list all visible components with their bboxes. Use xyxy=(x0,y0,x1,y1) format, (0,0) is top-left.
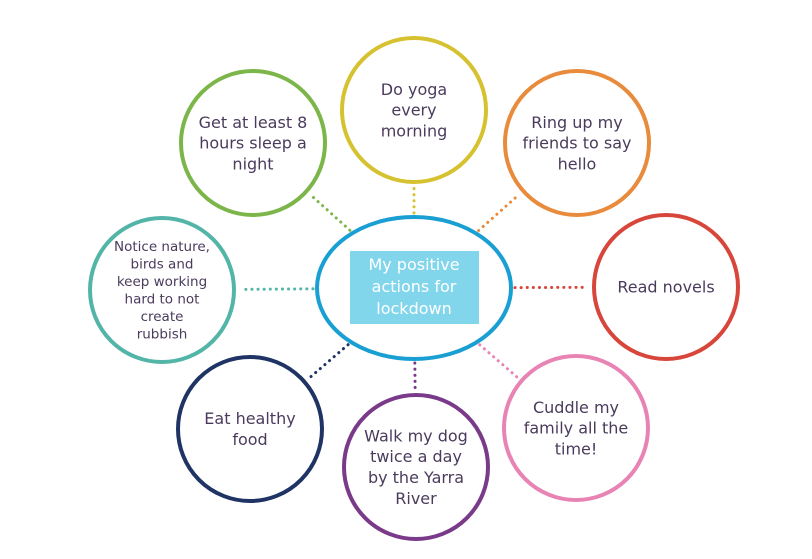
node-label-line: hours sleep a xyxy=(199,134,307,153)
node-label-line: family all the xyxy=(524,419,629,438)
node-circle xyxy=(592,213,740,361)
node-label-line: hard to not xyxy=(125,292,200,308)
node-label-line: River xyxy=(395,489,437,508)
connector-ring-friends xyxy=(477,193,521,233)
node-label-line: rubbish xyxy=(137,327,188,343)
node-label-line: by the Yarra xyxy=(368,468,464,487)
node-label-line: every xyxy=(391,101,436,120)
node-read: Read novels xyxy=(592,213,740,361)
node-label-line: twice a day xyxy=(370,447,462,466)
center-node: My positive actions for lockdown xyxy=(315,215,513,361)
center-title: My positive actions for lockdown xyxy=(368,255,459,318)
node-notice-nature: Notice nature,birds and keep working hard … xyxy=(88,216,236,364)
node-label-line: time! xyxy=(555,439,598,458)
node-circle xyxy=(88,216,236,364)
node-label-line: Notice nature, xyxy=(114,239,210,255)
node-label-line: morning xyxy=(381,121,448,140)
node-label: Notice nature,birds and keep working hard … xyxy=(114,239,210,343)
node-label-line: Eat healthy xyxy=(204,409,295,428)
connector-notice-nature xyxy=(238,287,315,291)
node-circle xyxy=(342,393,490,541)
node-label-line: friends to say xyxy=(523,134,632,153)
center-title-line: lockdown xyxy=(376,299,451,318)
node-label-line: Ring up my xyxy=(531,113,622,132)
node-circle xyxy=(179,69,327,217)
node-label-line: Walk my dog xyxy=(364,426,468,445)
node-label-line: create xyxy=(141,309,184,325)
center-title-line: actions for xyxy=(372,277,457,296)
center-title-box xyxy=(350,251,479,324)
node-circle xyxy=(340,36,488,184)
node-label-line: hello xyxy=(558,154,597,173)
node-eat-healthy: Eat healthy food xyxy=(176,355,324,503)
node-circle xyxy=(176,355,324,503)
center-title-line: My positive xyxy=(368,255,459,274)
node-label-line: night xyxy=(232,154,273,173)
node-label-line: Read novels xyxy=(617,278,714,297)
connector-cuddle xyxy=(478,343,519,379)
node-label: Read novels xyxy=(617,278,714,297)
node-label-line: Do yoga xyxy=(381,80,447,99)
node-label-line: Get at least 8 xyxy=(199,113,308,132)
node-label: Eat healthy food xyxy=(204,409,295,449)
connector-eat-healthy xyxy=(307,343,350,380)
node-circle xyxy=(502,354,650,502)
node-circle xyxy=(503,69,651,217)
node-label-line: birds and xyxy=(131,256,194,272)
node-label-line: food xyxy=(232,430,267,449)
connector-sleep xyxy=(309,193,352,232)
node-label-line: Cuddle my xyxy=(533,398,619,417)
node-label-line: keep working xyxy=(117,274,207,290)
